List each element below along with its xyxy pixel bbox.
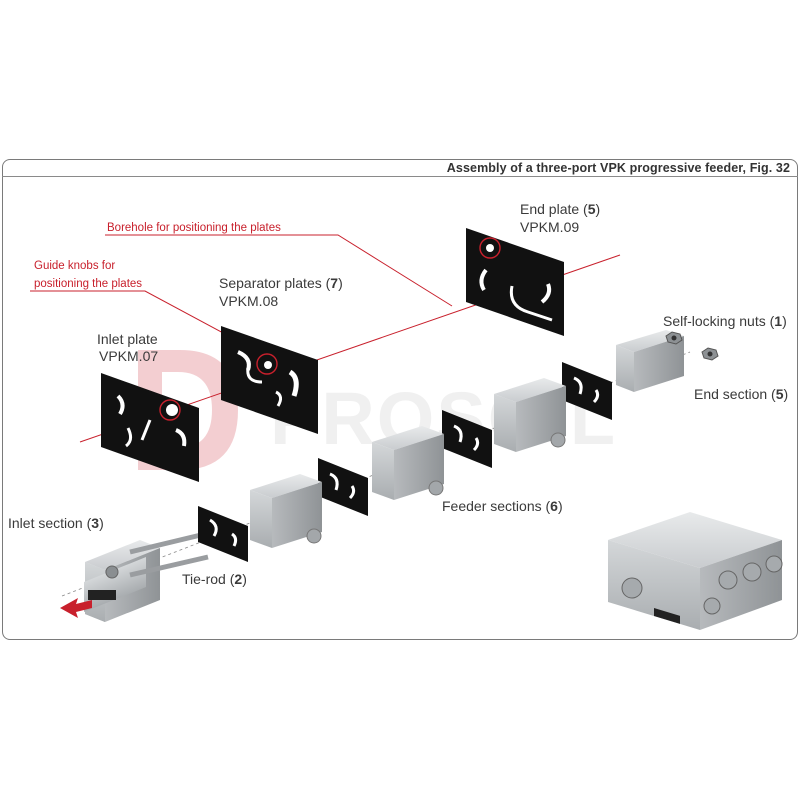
self-locking-nuts-name: Self-locking nuts ( (663, 313, 775, 329)
self-locking-nut-1 (665, 331, 683, 345)
end-section-name: End section ( (694, 386, 776, 402)
tie-rod-close: ) (242, 571, 247, 587)
end-plate-code: VPKM.09 (520, 219, 580, 235)
end-section-label: End section (5) (694, 386, 788, 403)
separator-plates-code: VPKM.08 (219, 293, 279, 309)
inlet-plate (101, 373, 199, 482)
inlet-section-num: 3 (91, 515, 100, 531)
self-locking-nut-2 (701, 347, 719, 361)
inlet-plate-label: Inlet plate (97, 331, 158, 348)
inlet-section-label: Inlet section (3) (8, 515, 104, 532)
self-locking-nuts-num: 1 (774, 313, 783, 329)
separator-plates-num: 7 (330, 275, 339, 291)
self-locking-nuts-label: Self-locking nuts (1) (663, 313, 787, 330)
guide-knobs-callout-label-line1: Guide knobs for (34, 260, 116, 272)
separator-plate-small-2 (442, 410, 492, 468)
inlet-side-plate (198, 506, 248, 562)
end-plate-label: End plate (5) (520, 201, 600, 218)
separator-plates-close: ) (338, 275, 343, 291)
end-section-num: 5 (775, 386, 784, 402)
borehole-callout-line (105, 234, 453, 307)
tie-rod-name: Tie-rod ( (182, 571, 235, 587)
feeder-sections-num: 6 (550, 498, 558, 514)
separator-plates-name: Separator plates ( (219, 275, 331, 291)
self-locking-nuts-close: ) (782, 313, 787, 329)
feeder-section-2 (372, 426, 444, 500)
end-section-block (616, 330, 684, 392)
feeder-section-1 (250, 474, 322, 548)
end-section-close: ) (783, 386, 789, 402)
borehole-callout-label: Borehole for positioning the plates (107, 222, 281, 234)
feeder-sections-label: Feeder sections (6) (442, 498, 563, 515)
inlet-plate-name: Inlet plate (97, 331, 158, 347)
title-divider (2, 176, 798, 177)
end-plate-code-label: VPKM.09 (520, 219, 579, 236)
end-plate-name: End plate ( (520, 201, 588, 217)
end-plate-num: 5 (587, 201, 596, 217)
separator-plates-code-label: VPKM.08 (219, 293, 278, 310)
end-plate (466, 228, 564, 336)
inlet-section-close: ) (99, 515, 104, 531)
end-plate-close: ) (595, 201, 601, 217)
inlet-section-name: Inlet section ( (8, 515, 92, 531)
tie-rod-label: Tie-rod (2) (182, 571, 247, 588)
figure-title: Assembly of a three-port VPK progressive… (446, 161, 790, 175)
inlet-plate-code: VPKM.07 (99, 348, 159, 364)
separator-plates-label: Separator plates (7) (219, 275, 343, 292)
separator-plate (221, 326, 318, 434)
feeder-section-3 (494, 378, 566, 452)
feeder-sections-name: Feeder sections ( (442, 498, 551, 514)
separator-plate-small-3 (562, 362, 612, 420)
assembled-feeder-illustration (608, 512, 783, 630)
guide-knobs-callout-label-line2: positioning the plates (34, 278, 143, 290)
inlet-plate-code-label: VPKM.07 (99, 348, 158, 365)
feeder-sections-close: ) (557, 498, 563, 514)
tie-rod-num: 2 (234, 571, 243, 587)
separator-plate-small-1 (318, 458, 368, 516)
inlet-arrow (60, 598, 92, 618)
